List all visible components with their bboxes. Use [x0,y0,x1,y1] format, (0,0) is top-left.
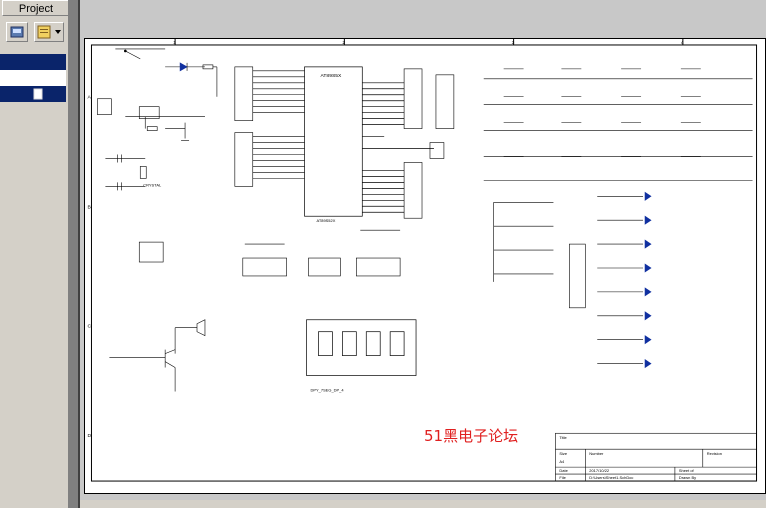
seven-segment-display: DPY_7SEG_DP_4 [306,319,417,392]
title-block-date-value: 2017/10/22 [589,468,609,473]
document-icon [33,88,43,100]
border-letter: B [87,204,91,210]
title-block: Title Size A4 Number Revision Date 2017/… [555,432,757,482]
reset-circuit [125,116,205,141]
crystal-label: CRYSTAL [143,182,162,187]
schematic-sheet: 1 2 3 4 A B C D CRYSTAL AT89S5X AT89S52X [84,38,766,494]
panel-splitter-edge [78,0,80,508]
title-block-file-value: D:\Users\Sheet1.SchDoc [589,475,633,480]
header-p1 [403,68,455,129]
watermark-text: 51黑电子论坛 [424,427,519,445]
project-panel: Project [0,0,70,508]
panel-splitter[interactable] [68,0,80,508]
project-tree-row[interactable] [0,70,66,87]
title-block-file-label: File [559,475,566,480]
title-block-sheet-label: Sheet of [679,468,695,473]
border-letter: A [87,95,91,101]
title-block-size-value: A4 [559,459,565,464]
header-p4 [234,66,305,121]
display-label: DPY_7SEG_DP_4 [311,387,345,392]
project-tree-row[interactable] [0,86,66,102]
keypad-matrix [483,68,753,181]
title-block-number-label: Number [589,451,604,456]
border-letter: C [87,324,91,330]
mcu-chip: AT89S5X AT89S52X [304,66,434,223]
title-block-size-label: Size [559,451,568,456]
compile-icon[interactable] [6,22,28,42]
project-toolbar [0,20,68,44]
horizontal-scrollbar[interactable] [80,500,766,508]
title-block-title: Title [559,435,567,440]
border-number: 2 [342,40,345,46]
title-block-revision-label: Revision [707,451,722,456]
crystal-circuit: CRYSTAL [105,154,162,191]
button-column [493,201,586,309]
header-p3 [403,142,445,219]
border-letter: D [87,433,91,439]
buzzer-circuit [109,106,206,392]
border-number: 1 [173,40,176,46]
border-number: 4 [681,40,684,46]
led-column [597,191,652,369]
bottom-headers [242,229,401,277]
header-p2 [234,132,305,187]
document-dropdown-icon[interactable] [34,22,64,42]
power-switch-circuit [97,48,218,115]
border-number: 3 [512,40,515,46]
mcu-name: AT89S5X [320,73,342,79]
title-block-drawn-label: Drawn By [679,475,696,480]
project-tree-row[interactable] [0,54,66,70]
mcu-designator: AT89S52X [316,218,335,223]
title-block-date-label: Date [559,468,568,473]
project-tab-button[interactable]: Project [2,0,70,16]
